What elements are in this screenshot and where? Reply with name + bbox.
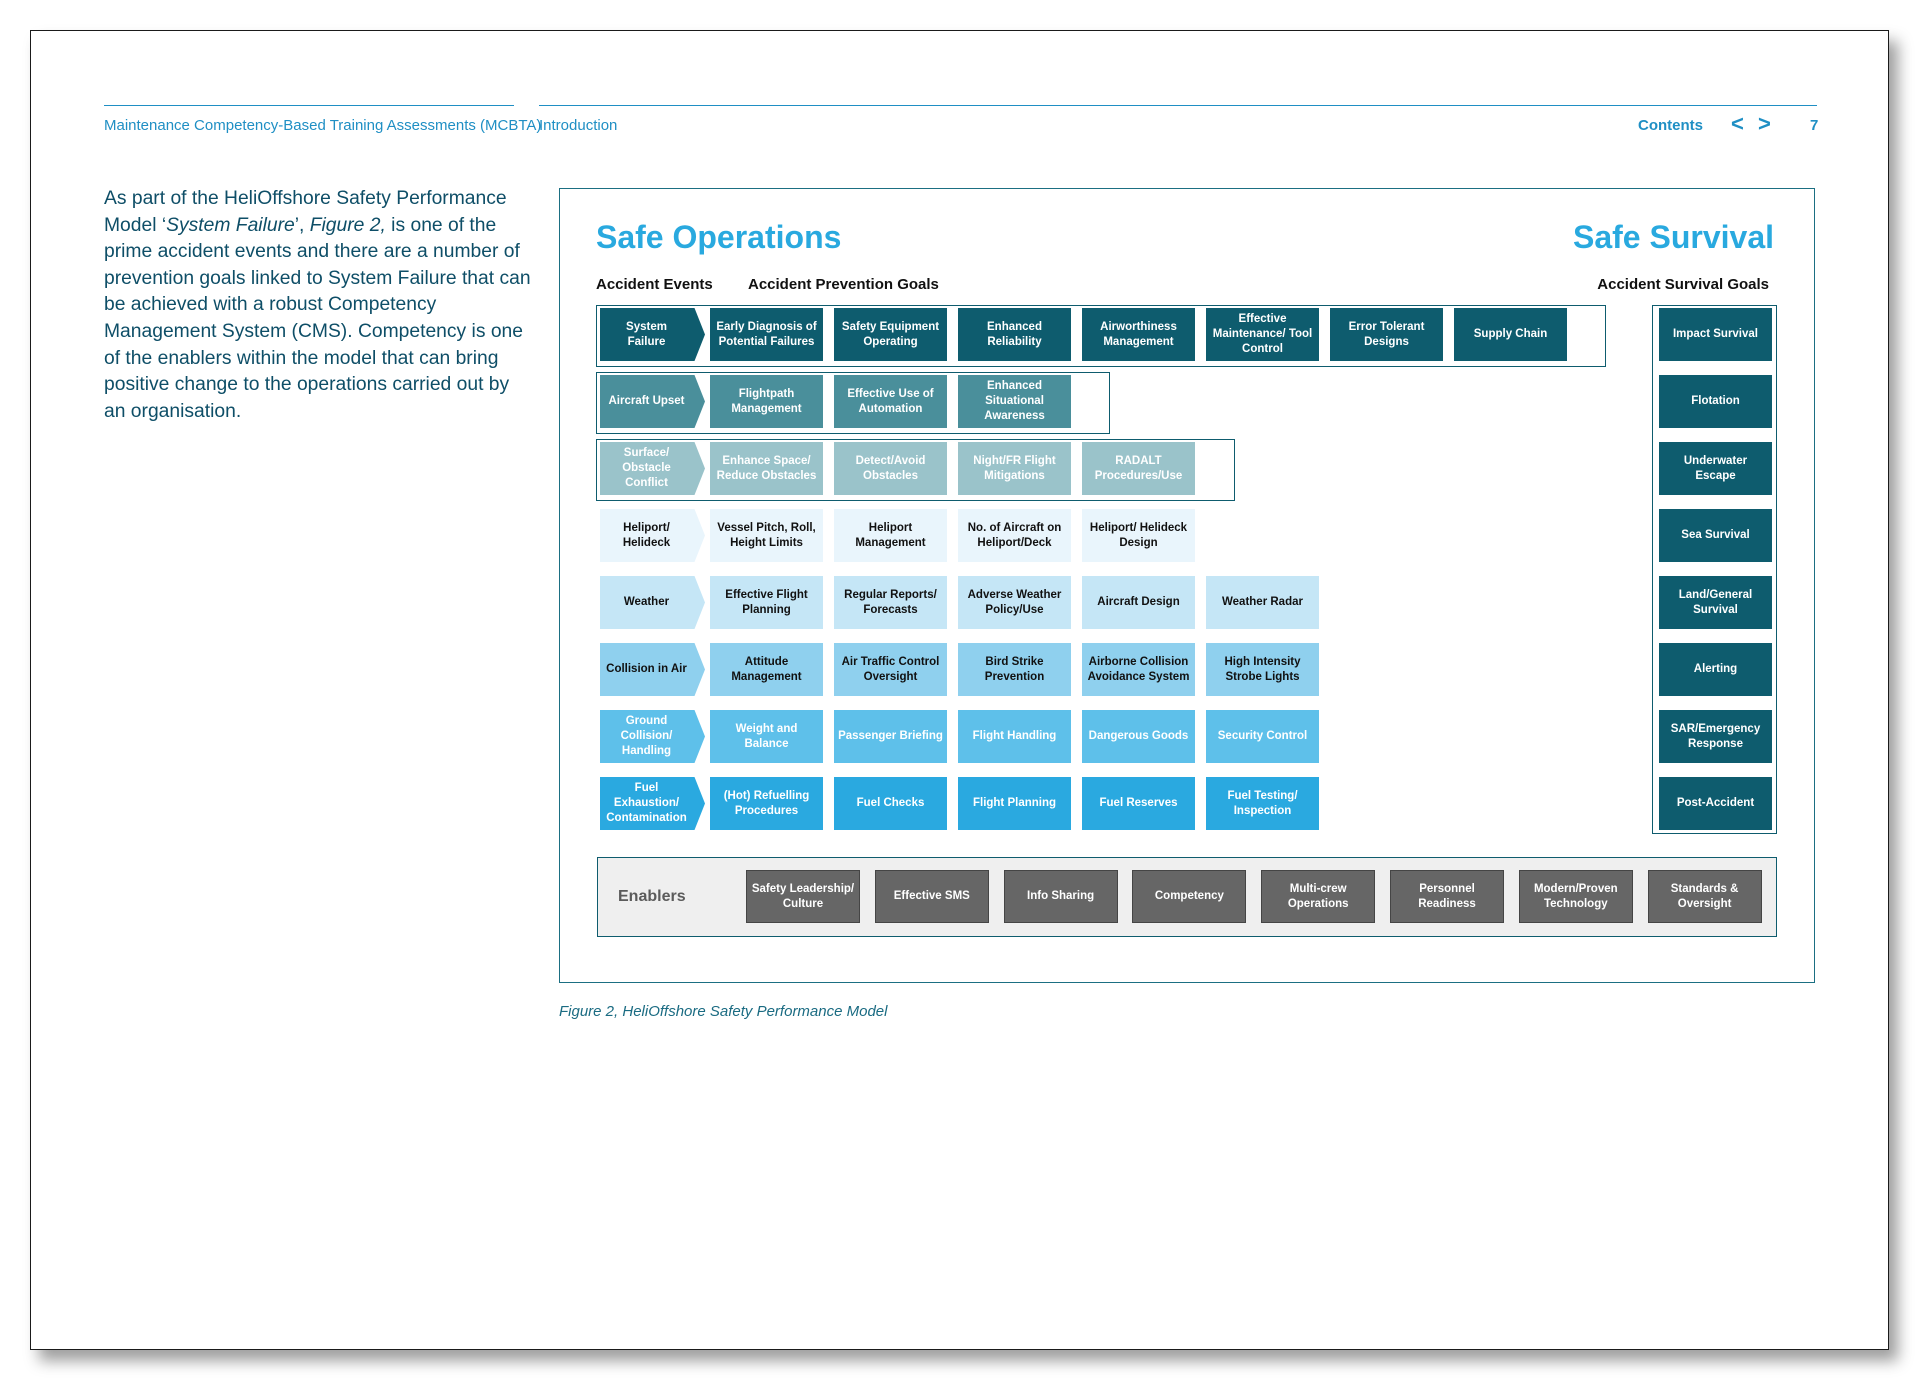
prevention-goal-dangerous-goods: Dangerous Goods: [1082, 710, 1195, 763]
header-rule-right: [539, 105, 1817, 106]
prevention-goal-fuel-testing-inspection: Fuel Testing/ Inspection: [1206, 777, 1319, 830]
survival-goal-post-accident: Post-Accident: [1659, 777, 1772, 830]
enabler-multi-crew-operations: Multi-crew Operations: [1261, 870, 1376, 923]
survival-goal-flotation: Flotation: [1659, 375, 1772, 428]
enabler-info-sharing: Info Sharing: [1003, 870, 1118, 923]
prevention-goal-enhanced-situational-awareness: Enhanced Situational Awareness: [958, 375, 1071, 428]
prevention-goal-effective-flight-planning: Effective Flight Planning: [710, 576, 823, 629]
document-page: Maintenance Competency-Based Training As…: [30, 30, 1889, 1350]
prevention-goal-fuel-reserves: Fuel Reserves: [1082, 777, 1195, 830]
header-rule-left: [104, 105, 514, 106]
accident-event-heliport-helideck: Heliport/ Helideck: [600, 509, 705, 562]
safe-operations-title: Safe Operations: [596, 219, 842, 255]
prevention-goal-fuel-checks: Fuel Checks: [834, 777, 947, 830]
surface-obstacle-outline: [596, 439, 1235, 501]
prevention-goal-airworthiness-management: Airworthiness Management: [1082, 308, 1195, 361]
figure-caption: Figure 2, HeliOffshore Safety Performanc…: [559, 1003, 888, 1020]
prevention-goal-heliport-helideck-design: Heliport/ Helideck Design: [1082, 509, 1195, 562]
survival-goal-land-general-survival: Land/General Survival: [1659, 576, 1772, 629]
page-number: 7: [1810, 117, 1819, 134]
accident-event-collision-in-air: Collision in Air: [600, 643, 705, 696]
safe-survival-title: Safe Survival: [1573, 219, 1774, 255]
accident-event-surface-obstacle-conflict: Surface/ Obstacle Conflict: [600, 442, 705, 495]
prevention-goal-radalt-procedures-use: RADALT Procedures/Use: [1082, 442, 1195, 495]
prevention-goal-night-fr-flight-mitigations: Night/FR Flight Mitigations: [958, 442, 1071, 495]
prevention-goal-early-diagnosis-of-potential-failures: Early Diagnosis of Potential Failures: [710, 308, 823, 361]
accident-event-system-failure: System Failure: [600, 308, 705, 361]
survival-goal-alerting: Alerting: [1659, 643, 1772, 696]
enabler-standards-oversight: Standards & Oversight: [1647, 870, 1762, 923]
prevention-goal-passenger-briefing: Passenger Briefing: [834, 710, 947, 763]
prevention-goal-vessel-pitch-roll-height-limits: Vessel Pitch, Roll, Height Limits: [710, 509, 823, 562]
intro-text-1: As part of the HeliOffshore Safety Perfo…: [104, 188, 507, 236]
prevention-goal-no-of-aircraft-on-heliport-deck: No. of Aircraft on Heliport/Deck: [958, 509, 1071, 562]
prevention-goal-flight-planning: Flight Planning: [958, 777, 1071, 830]
document-title: Maintenance Competency-Based Training As…: [104, 117, 542, 134]
intro-text-2: ’,: [294, 214, 310, 236]
prevention-goal-high-intensity-strobe-lights: High Intensity Strobe Lights: [1206, 643, 1319, 696]
intro-emphasis-system-failure: System Failure: [166, 214, 295, 236]
prevention-goal-heliport-management: Heliport Management: [834, 509, 947, 562]
accident-event-aircraft-upset: Aircraft Upset: [600, 375, 705, 428]
prevention-goal-flightpath-management: Flightpath Management: [710, 375, 823, 428]
enablers-label: Enablers: [618, 887, 686, 905]
intro-emphasis-figure-ref: Figure 2,: [309, 214, 386, 236]
system-failure-outline: [596, 305, 1606, 367]
survival-goals-outline: [1652, 305, 1777, 834]
survival-goal-sar-emergency-response: SAR/Emergency Response: [1659, 710, 1772, 763]
survival-goal-underwater-escape: Underwater Escape: [1659, 442, 1772, 495]
enabler-effective-sms: Effective SMS: [874, 870, 989, 923]
enabler-modern-proven-technology: Modern/Proven Technology: [1518, 870, 1633, 923]
section-link-introduction[interactable]: Introduction: [539, 117, 618, 134]
intro-paragraph: As part of the HeliOffshore Safety Perfo…: [104, 186, 534, 425]
accident-events-heading: Accident Events: [596, 276, 713, 293]
prevention-goal-effective-use-of-automation: Effective Use of Automation: [834, 375, 947, 428]
next-page-icon[interactable]: >: [1758, 111, 1771, 136]
enabler-personnel-readiness: Personnel Readiness: [1390, 870, 1504, 923]
prevention-goal-error-tolerant-designs: Error Tolerant Designs: [1330, 308, 1443, 361]
prevention-goal-effective-maintenance-tool-control: Effective Maintenance/ Tool Control: [1206, 308, 1319, 361]
prevention-goal-aircraft-design: Aircraft Design: [1082, 576, 1195, 629]
intro-text-3: is one of the prime accident events and …: [104, 214, 531, 422]
prevention-goal-safety-equipment-operating: Safety Equipment Operating: [834, 308, 947, 361]
safety-performance-model-figure: Safe Operations Safe Survival Accident E…: [559, 188, 1815, 983]
accident-event-weather: Weather: [600, 576, 705, 629]
enablers-bar: Enablers Safety Leadership/ Culture Effec…: [597, 857, 1777, 937]
prevention-goal-security-control: Security Control: [1206, 710, 1319, 763]
prevention-goal-enhanced-reliability: Enhanced Reliability: [958, 308, 1071, 361]
prevention-goal-bird-strike-prevention: Bird Strike Prevention: [958, 643, 1071, 696]
survival-goal-impact-survival: Impact Survival: [1659, 308, 1772, 361]
prevention-goal-air-traffic-control-oversight: Air Traffic Control Oversight: [834, 643, 947, 696]
prevention-goal-attitude-management: Attitude Management: [710, 643, 823, 696]
accident-prevention-goals-heading: Accident Prevention Goals: [748, 276, 939, 293]
prevention-goal-weight-and-balance: Weight and Balance: [710, 710, 823, 763]
accident-survival-goals-heading: Accident Survival Goals: [1597, 276, 1769, 293]
prevention-goal-hot-refuelling-procedures: (Hot) Refuelling Procedures: [710, 777, 823, 830]
accident-event-fuel-exhaustion-contamination: Fuel Exhaustion/ Contamination: [600, 777, 705, 830]
survival-goal-sea-survival: Sea Survival: [1659, 509, 1772, 562]
prevention-goal-adverse-weather-policy-use: Adverse Weather Policy/Use: [958, 576, 1071, 629]
contents-link[interactable]: Contents: [1638, 117, 1703, 134]
enabler-competency: Competency: [1132, 870, 1247, 923]
aircraft-upset-outline: [596, 372, 1110, 434]
prevention-goal-detect-avoid-obstacles: Detect/Avoid Obstacles: [834, 442, 947, 495]
prevention-goal-supply-chain: Supply Chain: [1454, 308, 1567, 361]
prevention-goal-regular-reports-forecasts: Regular Reports/ Forecasts: [834, 576, 947, 629]
prevention-goal-enhance-space-reduce-obstacles: Enhance Space/ Reduce Obstacles: [710, 442, 823, 495]
prevention-goal-weather-radar: Weather Radar: [1206, 576, 1319, 629]
enabler-safety-leadership-culture: Safety Leadership/ Culture: [746, 870, 860, 923]
prevention-goal-flight-handling: Flight Handling: [958, 710, 1071, 763]
accident-event-ground-collision-handling: Ground Collision/ Handling: [600, 710, 705, 763]
previous-page-icon[interactable]: <: [1731, 111, 1744, 136]
prevention-goal-airborne-collision-avoidance-system: Airborne Collision Avoidance System: [1082, 643, 1195, 696]
